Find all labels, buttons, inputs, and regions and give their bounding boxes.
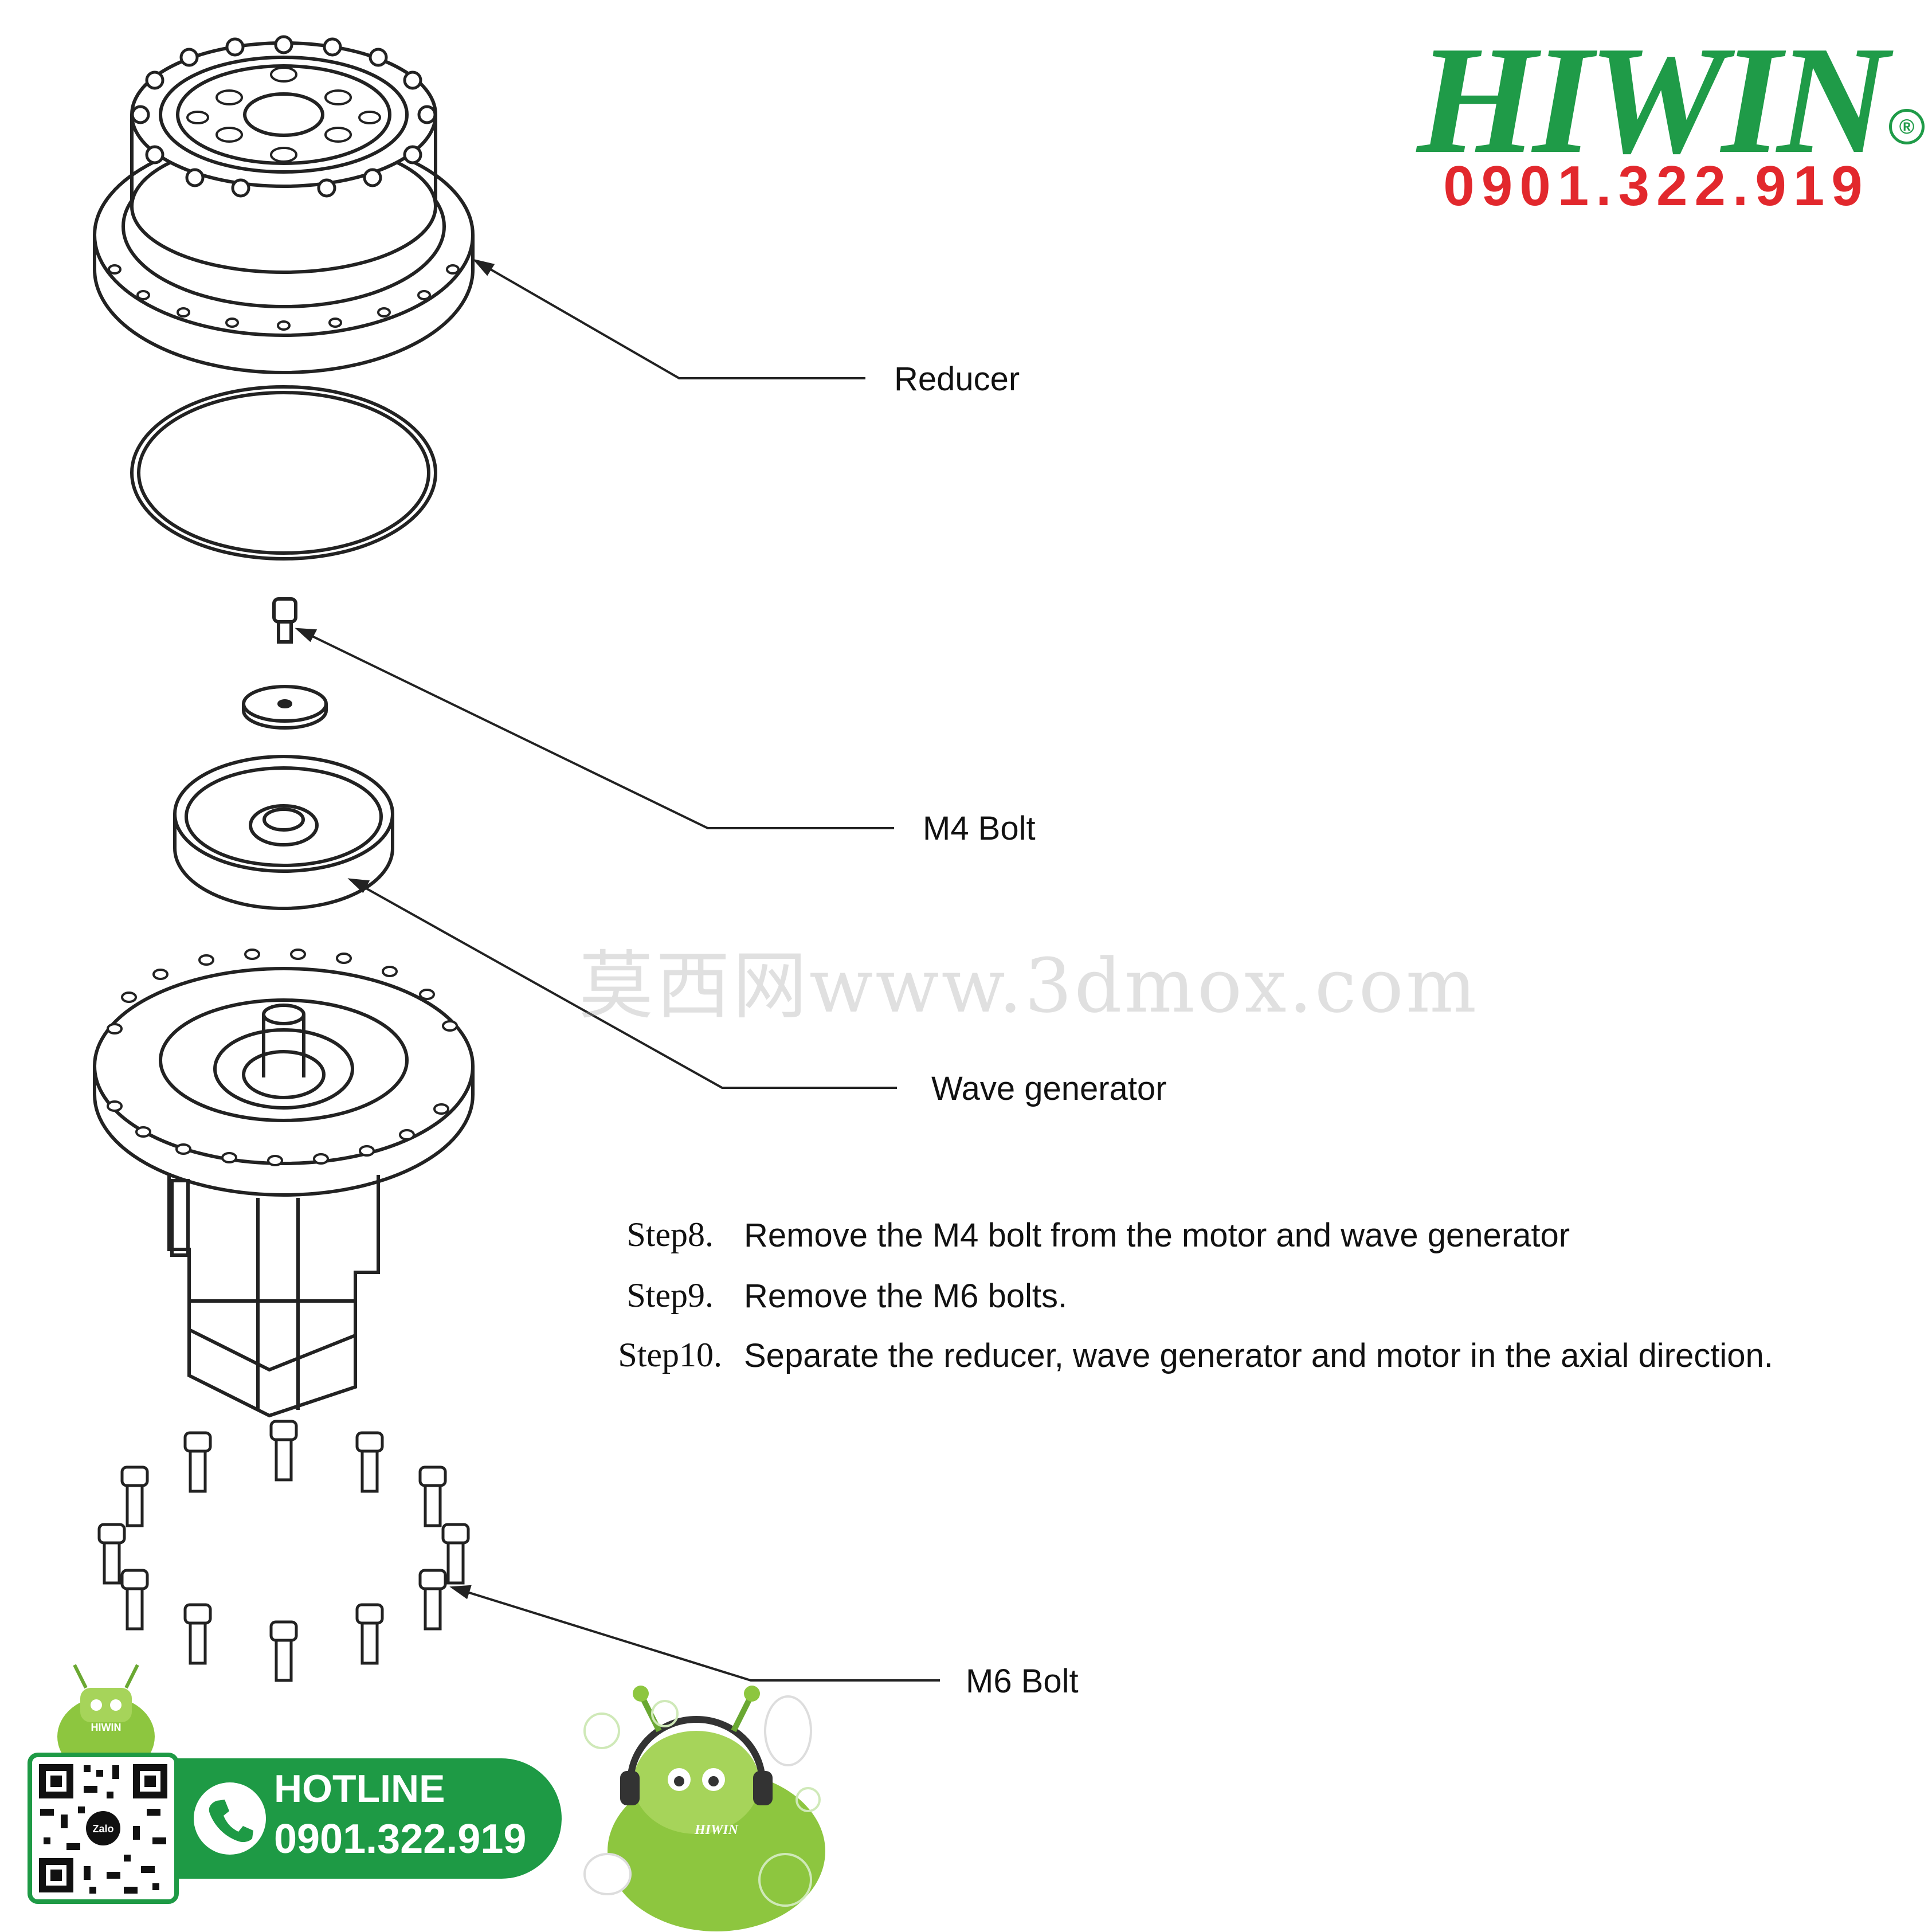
mascot-headset-robot-icon: HIWIN [583, 1686, 825, 1931]
motor-part [93, 949, 475, 1418]
label-wave-generator: Wave generator [931, 1070, 1167, 1107]
phone-icon [194, 1782, 266, 1855]
label-reducer: Reducer [894, 360, 1020, 398]
m6-bolts-part [97, 1420, 470, 1682]
label-m6-bolt: M6 Bolt [966, 1663, 1079, 1700]
m4-bolt-part [272, 597, 297, 644]
label-m4-bolt: M4 Bolt [923, 810, 1036, 847]
mascot-large-badge-text: HIWIN [694, 1823, 739, 1837]
hotline-number[interactable]: 0901.322.919 [274, 1816, 527, 1862]
step-10-text: Separate the reducer, wave generator and… [744, 1337, 1773, 1374]
hotline-title: HOTLINE [274, 1767, 445, 1810]
qr-code-icon[interactable]: Zalo [28, 1753, 179, 1904]
brand-phone: 0901.322.919 [1443, 154, 1870, 217]
qr-badge-text: Zalo [92, 1823, 113, 1835]
step-9-key: Step9. [626, 1276, 714, 1314]
step-8-text: Remove the M4 bolt from the motor and wa… [744, 1217, 1570, 1254]
step-10-key: Step10. [618, 1336, 722, 1374]
step-8-key: Step8. [626, 1216, 714, 1253]
leader-lines [295, 258, 940, 1682]
o-ring-part [130, 385, 437, 561]
watermark: 莫西网www.3dmox.com [579, 942, 1479, 1029]
mascot-badge-text: HIWIN [91, 1722, 122, 1733]
washer-part [242, 685, 328, 730]
step-9-text: Remove the M6 bolts. [744, 1277, 1068, 1315]
registered-mark: ® [1889, 109, 1925, 144]
reducer-part [93, 35, 475, 374]
wave-generator-part [173, 755, 394, 910]
hiwin-logo: HIWIN [1417, 14, 1888, 186]
